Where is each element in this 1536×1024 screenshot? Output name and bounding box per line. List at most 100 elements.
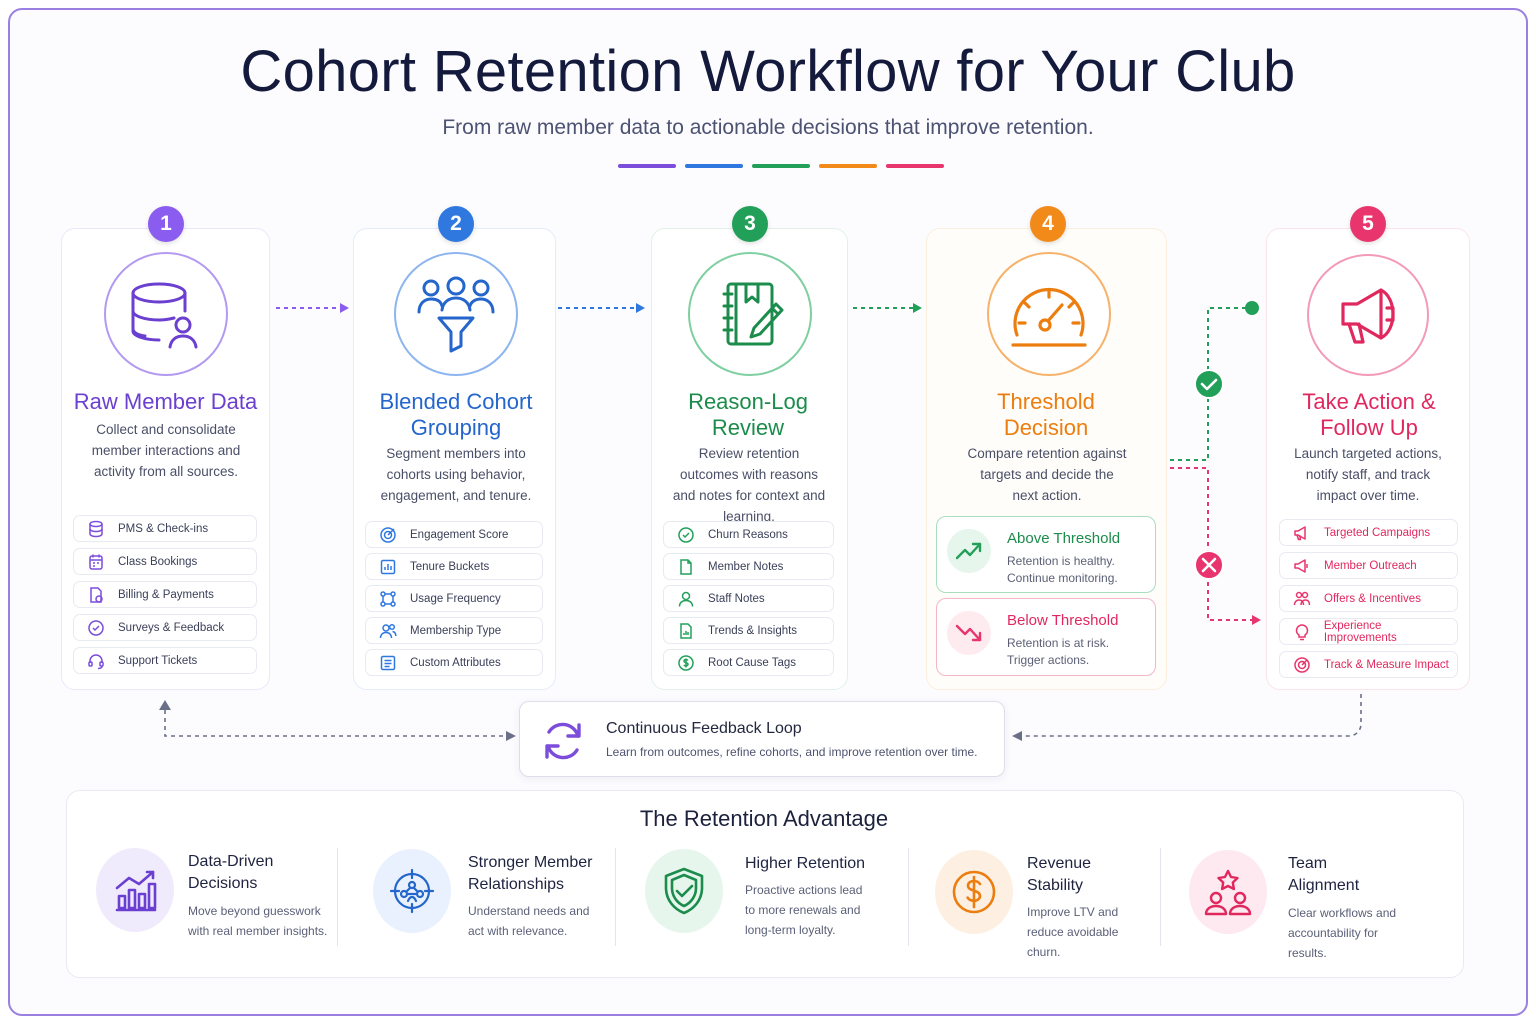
feedback-loop-description: Learn from outcomes, refine cohorts, and… bbox=[606, 745, 978, 759]
list-item: Support Tickets bbox=[73, 647, 257, 674]
list-item: Member Notes bbox=[663, 553, 834, 580]
trend-up-icon bbox=[955, 542, 982, 560]
feedback-loop-connector-right bbox=[1012, 694, 1362, 741]
list-item: Surveys & Feedback bbox=[73, 614, 257, 641]
benefit-2-title: Stronger Member Relationships bbox=[468, 854, 593, 893]
list-icon bbox=[380, 655, 396, 670]
step-3-items: Churn Reasons Member Notes Staff Notes T… bbox=[663, 521, 834, 676]
step-4-badge: 4 bbox=[1030, 206, 1066, 242]
benefit-1-icon-circle bbox=[96, 848, 174, 932]
list-item: Offers & Incentives bbox=[1279, 585, 1458, 612]
list-item: Membership Type bbox=[365, 617, 543, 644]
feedback-loop-card: Continuous Feedback Loop Learn from outc… bbox=[519, 701, 1005, 777]
team-icon bbox=[1204, 869, 1252, 916]
step-4-description: Compare retention against targets and de… bbox=[967, 446, 1127, 503]
benefit-2-description: Understand needs and act with relevance. bbox=[468, 904, 590, 938]
step-5-description: Launch targeted actions, notify staff, a… bbox=[1294, 446, 1442, 503]
below-threshold-card: Below Threshold Retention is at risk. Tr… bbox=[936, 598, 1156, 676]
list-item: Custom Attributes bbox=[365, 649, 543, 676]
advantage-title: The Retention Advantage bbox=[639, 806, 889, 831]
report-icon bbox=[680, 622, 692, 639]
user-icon bbox=[678, 591, 694, 607]
invoice-icon bbox=[90, 586, 103, 603]
chart-icon bbox=[380, 559, 396, 574]
benefit-5-title: Team Alignment bbox=[1288, 855, 1360, 894]
list-item: Member Outreach bbox=[1279, 552, 1458, 579]
connector-branch bbox=[1170, 301, 1261, 625]
megaphone-icon bbox=[1341, 288, 1395, 344]
list-item: Usage Frequency bbox=[365, 585, 543, 612]
connector-1-2 bbox=[276, 303, 349, 313]
list-item: Track & Measure Impact bbox=[1279, 651, 1458, 678]
above-threshold-card: Above Threshold Retention is healthy. Co… bbox=[936, 516, 1156, 593]
step-3-badge: 3 bbox=[732, 206, 768, 242]
target-icon bbox=[380, 526, 396, 543]
step-3-description: Review retention outcomes with reasons a… bbox=[672, 446, 826, 524]
step-1-badge: 1 bbox=[148, 206, 184, 242]
benefit-5-icon-circle bbox=[1189, 850, 1267, 934]
step-2-title: Blended Cohort Grouping bbox=[379, 389, 533, 440]
list-item: Root Cause Tags bbox=[663, 649, 834, 676]
document-icon bbox=[680, 558, 692, 575]
gauge-icon bbox=[1011, 287, 1087, 347]
list-item: Tenure Buckets bbox=[365, 553, 543, 580]
benefit-5-description: Clear workflows and accountability for r… bbox=[1288, 906, 1397, 960]
step-2-description: Segment members into cohorts using behav… bbox=[380, 446, 532, 503]
benefit-4-title: Revenue Stability bbox=[1027, 855, 1092, 894]
step-1-description: Collect and consolidate member interacti… bbox=[91, 422, 241, 479]
divider bbox=[337, 848, 338, 946]
step-5-badge: 5 bbox=[1350, 206, 1386, 242]
list-item: PMS & Check-ins bbox=[73, 515, 257, 542]
trend-down-icon bbox=[955, 624, 982, 642]
step-5-title: Take Action & Follow Up bbox=[1302, 389, 1436, 440]
color-dashes bbox=[618, 164, 944, 168]
list-item: Experience Improvements bbox=[1279, 618, 1458, 645]
step-1-circle bbox=[104, 252, 228, 376]
benefit-4-icon-circle bbox=[935, 850, 1013, 934]
benefit-1-description: Move beyond guesswork with real member i… bbox=[188, 904, 328, 938]
list-item: Targeted Campaigns bbox=[1279, 519, 1458, 546]
dollar-icon bbox=[952, 870, 996, 914]
page-subtitle: From raw member data to actionable decis… bbox=[442, 116, 1094, 139]
below-threshold-description: Retention is at risk. Trigger actions. bbox=[1007, 636, 1110, 667]
connector-2-3 bbox=[558, 303, 645, 313]
refresh-icon bbox=[545, 722, 581, 760]
step-3-title: Reason-Log Review bbox=[688, 389, 808, 440]
bulb-icon bbox=[1295, 623, 1309, 640]
bar-chart-icon bbox=[115, 870, 157, 912]
page-title: Cohort Retention Workflow for Your Club bbox=[240, 39, 1296, 104]
step-5-circle bbox=[1307, 254, 1429, 376]
target-icon bbox=[1294, 656, 1310, 673]
step-1-items: PMS & Check-ins Class Bookings Billing &… bbox=[73, 515, 257, 674]
dollar-circle-icon bbox=[678, 654, 694, 671]
step-4-title: Threshold Decision bbox=[997, 389, 1095, 440]
list-item: Churn Reasons bbox=[663, 521, 834, 548]
benefit-3-description: Proactive actions lead to more renewals … bbox=[745, 883, 863, 937]
benefit-3-icon-circle bbox=[645, 849, 723, 933]
list-item: Billing & Payments bbox=[73, 581, 257, 608]
network-target-icon bbox=[389, 868, 435, 914]
list-item: Class Bookings bbox=[73, 548, 257, 575]
step-3-circle bbox=[688, 252, 812, 376]
benefit-4-description: Improve LTV and reduce avoidable churn. bbox=[1027, 905, 1119, 959]
megaphone-icon bbox=[1294, 525, 1306, 540]
database-icon bbox=[89, 520, 103, 537]
database-user-icon bbox=[131, 282, 198, 349]
above-threshold-description: Retention is healthy. Continue monitorin… bbox=[1007, 554, 1118, 585]
check-circle-icon bbox=[88, 619, 104, 636]
connector-3-4 bbox=[853, 303, 922, 313]
users-icon bbox=[1293, 591, 1311, 605]
notebook-pen-icon bbox=[722, 282, 784, 346]
step-2-circle bbox=[394, 252, 518, 376]
megaphone-icon bbox=[1294, 558, 1308, 573]
users-icon bbox=[379, 623, 397, 638]
benefit-1-title: Data-Driven Decisions bbox=[188, 853, 274, 892]
divider bbox=[615, 848, 616, 946]
step-5-items: Targeted Campaigns Member Outreach Offer… bbox=[1279, 519, 1458, 678]
group-funnel-icon bbox=[417, 276, 495, 353]
divider bbox=[908, 848, 909, 946]
calendar-icon bbox=[89, 554, 103, 570]
step-4-circle bbox=[987, 252, 1111, 376]
benefit-3-title: Higher Retention bbox=[745, 855, 866, 872]
below-threshold-title: Below Threshold bbox=[1007, 612, 1119, 629]
